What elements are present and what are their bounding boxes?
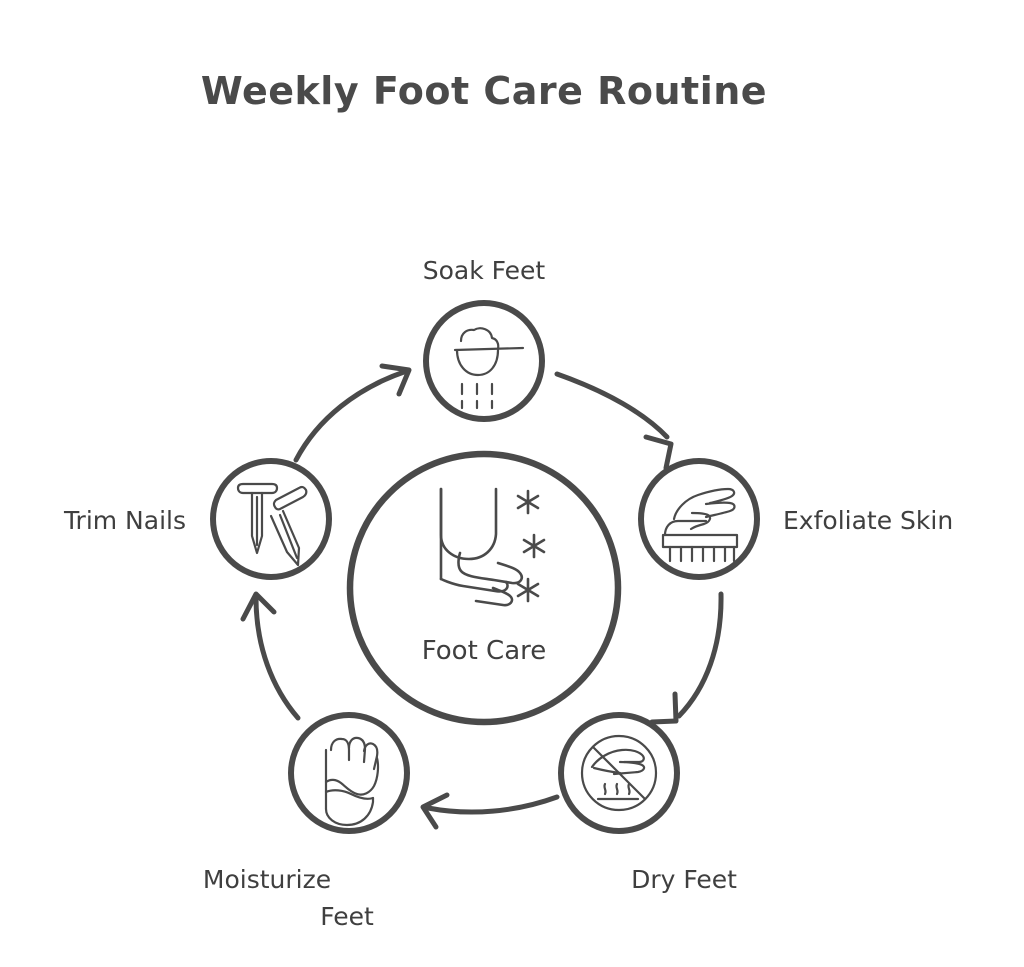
node-moisturize-feet-label-line1: Moisturize bbox=[203, 865, 331, 894]
foot-sparkle-icon bbox=[439, 487, 546, 607]
page-title: Weekly Foot Care Routine bbox=[201, 69, 767, 113]
node-moisturize-feet-label-line2: Feet bbox=[320, 902, 374, 931]
shower-head-icon bbox=[453, 327, 525, 410]
hand-scrub-brush-icon bbox=[661, 487, 739, 563]
two-nails-icon bbox=[236, 482, 308, 567]
center-label: Foot Care bbox=[422, 636, 547, 666]
arrow-dry-to-moisturize bbox=[420, 792, 560, 830]
node-soak-feet[interactable]: Soak Feet bbox=[423, 256, 546, 422]
node-exfoliate-skin-label: Exfoliate Skin bbox=[783, 506, 953, 535]
sparkle-group bbox=[516, 489, 546, 603]
center-hub[interactable]: Foot Care bbox=[346, 450, 622, 726]
node-moisturize-feet-circle bbox=[288, 712, 410, 834]
no-hand-dryer-icon bbox=[580, 734, 658, 812]
node-dry-feet-label: Dry Feet bbox=[631, 865, 737, 894]
node-exfoliate-skin-circle bbox=[638, 458, 760, 580]
arrow-trim-to-soak bbox=[293, 363, 412, 463]
node-dry-feet[interactable]: Dry Feet bbox=[558, 712, 737, 894]
node-soak-feet-circle bbox=[423, 300, 545, 422]
node-exfoliate-skin[interactable]: Exfoliate Skin bbox=[638, 458, 953, 580]
arrow-moisturize-to-trim bbox=[240, 591, 301, 721]
node-trim-nails-label: Trim Nails bbox=[63, 506, 186, 535]
node-trim-nails[interactable]: Trim Nails bbox=[63, 458, 332, 580]
arrow-exfoliate-to-dry bbox=[649, 591, 724, 725]
node-trim-nails-circle bbox=[210, 458, 332, 580]
arrow-soak-to-exfoliate bbox=[554, 371, 674, 471]
flow-arrows bbox=[240, 363, 724, 830]
footprint-icon bbox=[324, 736, 380, 827]
node-soak-feet-label: Soak Feet bbox=[423, 256, 546, 285]
node-moisturize-feet[interactable]: Moisturize Feet bbox=[203, 712, 410, 931]
